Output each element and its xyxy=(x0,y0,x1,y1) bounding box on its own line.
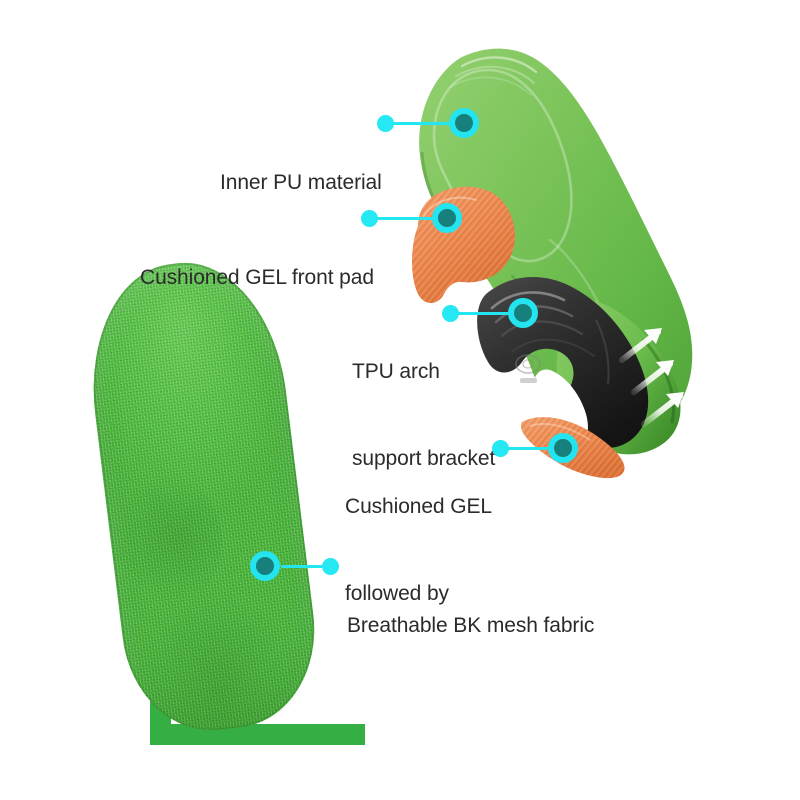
callout-label-tpu-arch-support-bracket: TPU arch support bracket xyxy=(352,299,502,531)
airflow-arrows xyxy=(619,328,684,427)
callout-line-2: followed by xyxy=(345,582,449,605)
callout-line-1: Inner PU material xyxy=(220,171,382,194)
callout-line-breathable-bk-mesh-fabric xyxy=(281,565,325,568)
airflow-arrow-1 xyxy=(619,328,662,363)
callout-line-1: Cushioned GEL xyxy=(345,495,492,518)
callout-anchor-inner-pu-material xyxy=(449,108,479,138)
callout-anchor-cushioned-gel-followed-by xyxy=(548,433,578,463)
callout-line-1: Breathable BK mesh fabric xyxy=(347,614,595,637)
callout-anchor-breathable-bk-mesh-fabric xyxy=(250,551,280,581)
callout-dot-inner-pu-material xyxy=(377,115,394,132)
callout-label-cushioned-gel-front-pad: Cushioned GEL front pad xyxy=(140,205,374,350)
callout-line-inner-pu-material xyxy=(392,122,458,125)
callout-line-1: Cushioned GEL front pad xyxy=(140,266,374,289)
callout-dot-breathable-bk-mesh-fabric xyxy=(322,558,339,575)
callout-anchor-cushioned-gel-front-pad xyxy=(432,203,462,233)
callout-label-breathable-bk-mesh-fabric: Breathable BK mesh fabric xyxy=(347,553,597,698)
callout-dot-cushioned-gel-followed-by xyxy=(492,440,509,457)
callout-line-2: support bracket xyxy=(352,447,496,470)
callout-dot-cushioned-gel-front-pad xyxy=(361,210,378,227)
callout-line-tpu-arch-support-bracket xyxy=(457,312,513,315)
airflow-arrow-3 xyxy=(641,392,684,427)
callout-label-inner-pu-material: Inner PU material xyxy=(220,110,382,255)
callout-line-1: TPU arch xyxy=(352,360,440,383)
callout-anchor-tpu-arch-support-bracket xyxy=(508,298,538,328)
callout-line-cushioned-gel-followed-by xyxy=(507,447,553,450)
callout-line-cushioned-gel-front-pad xyxy=(376,217,440,220)
callout-dot-tpu-arch-support-bracket xyxy=(442,305,459,322)
callout-label-cushioned-gel-followed-by: Cushioned GEL followed by xyxy=(345,434,505,666)
airflow-arrow-2 xyxy=(631,360,674,395)
